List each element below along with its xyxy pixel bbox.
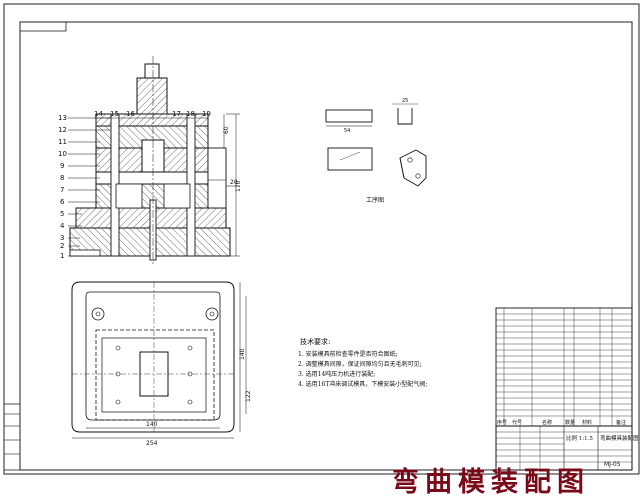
note-item: 1. 安装模具前检查零件是否符合图纸; <box>298 350 398 358</box>
part-label: 3 <box>60 234 64 242</box>
bom-header-cell: 材料 <box>582 419 592 426</box>
left-margin-block <box>3 403 21 471</box>
part-label: 13 <box>58 114 67 122</box>
plan-dimensions <box>72 282 247 439</box>
notes-title: 技术要求: <box>300 337 330 346</box>
part-label: 6 <box>60 198 65 206</box>
front-section-view <box>69 56 231 266</box>
part-label: 2 <box>60 242 64 250</box>
bom-header-cell: 备注 <box>616 419 626 426</box>
top-dim-text: 60 <box>223 126 230 134</box>
plan-view <box>71 281 235 433</box>
inner-frame <box>19 21 633 471</box>
part-label: 19 <box>202 110 211 118</box>
watermark-title: 弯曲模装配图 <box>392 466 590 498</box>
part-label: 5 <box>60 210 64 218</box>
drawing-code: MJ-05 <box>604 461 621 468</box>
scale-label: 比例 1:1.5 <box>566 434 593 442</box>
part-label: 16 <box>126 110 135 118</box>
bom-header-cell: 序号 <box>497 419 507 426</box>
part-dim-b: 25 <box>402 98 408 104</box>
bom-table <box>495 307 633 427</box>
height-dimension <box>223 113 240 257</box>
outer-frame <box>3 3 640 475</box>
plan-side-dim: 140 <box>239 348 246 360</box>
bom-header-cell: 数量 <box>565 419 575 426</box>
corner-tag <box>19 21 67 32</box>
workpiece-views: 54 25 <box>325 98 427 187</box>
part-label: 18 <box>186 110 195 118</box>
note-item: 3. 选用14吨压力机进行装配; <box>298 370 375 378</box>
note-item: 4. 选用16T冲床调试模具，下模安装小型配气阀; <box>298 380 427 388</box>
side-part-label: 20 <box>230 179 238 186</box>
part-dim-a: 54 <box>344 128 350 134</box>
part-label: 15 <box>110 110 119 118</box>
part-label: 12 <box>58 126 67 134</box>
plan-total-width-dim: 254 <box>146 440 158 447</box>
bom-header-cell: 名称 <box>542 419 552 426</box>
part-label: 8 <box>60 174 64 182</box>
part-label: 7 <box>60 186 64 194</box>
title-block <box>495 425 633 471</box>
part-label: 4 <box>60 222 65 230</box>
part-label: 11 <box>58 138 67 146</box>
height-dim-text: 170 <box>235 180 242 192</box>
bom-header: 序号 代号 名称 数量 材料 备注 <box>497 419 626 426</box>
process-view-label: 工序图 <box>366 196 384 204</box>
bom-header-cell: 代号 <box>512 419 522 426</box>
part-label: 9 <box>60 162 64 170</box>
note-item: 2. 调整模具间隙，保证间隙均匀且无毛刺可见; <box>298 360 422 368</box>
technical-notes: 技术要求: 1. 安装模具前检查零件是否符合图纸; 2. 调整模具间隙，保证间隙… <box>298 337 427 388</box>
plan-width-dim: 140 <box>146 421 158 428</box>
left-part-labels: 13 12 11 10 9 8 7 6 5 4 3 2 1 <box>58 114 67 260</box>
part-label: 14 <box>94 110 103 118</box>
part-label: 17 <box>172 110 181 118</box>
top-part-labels: 14 15 16 17 18 19 <box>94 110 211 118</box>
drawing-title-small: 弯曲模具装配图 <box>600 434 639 442</box>
part-label: 1 <box>60 252 64 260</box>
plan-side-dim-2: 122 <box>245 390 252 402</box>
part-label: 10 <box>58 150 67 158</box>
